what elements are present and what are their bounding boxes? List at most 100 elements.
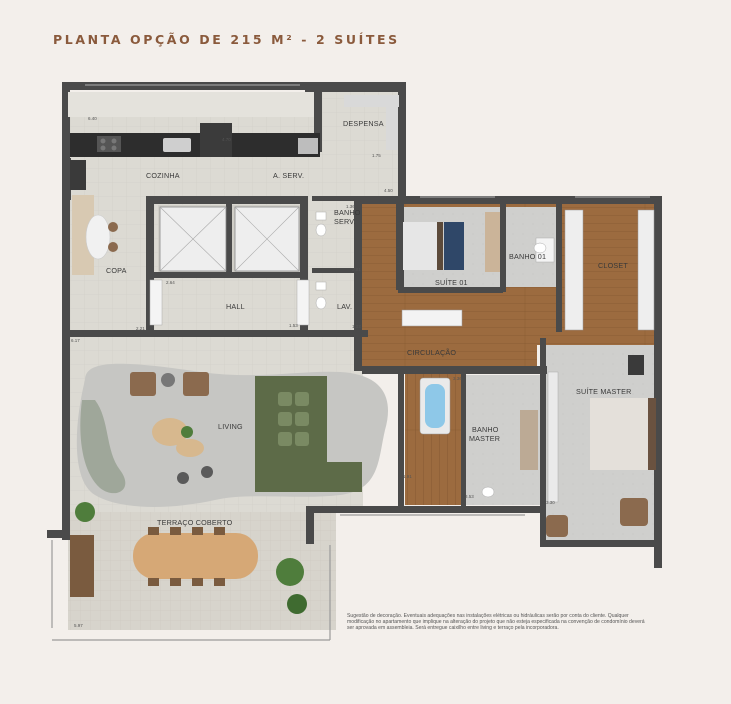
plan-title: PLANTA OPÇÃO DE 215 M² - 2 SUÍTES: [53, 32, 400, 47]
dim-label: 4.70: [222, 137, 231, 142]
master-headboard: [648, 398, 656, 470]
pouf: [201, 466, 213, 478]
wall-banho-serv-top: [312, 196, 360, 201]
dim-label: 4.50: [384, 188, 393, 193]
label-banho-01: BANHO 01: [509, 252, 546, 261]
dim-label: 6.40: [88, 116, 97, 121]
master-bed: [590, 398, 648, 470]
label-circulacao: CIRCULAÇÃO: [407, 348, 456, 357]
wall-north-despensa: [305, 82, 405, 92]
wall-banho-master-west: [461, 372, 466, 508]
dim-label: 3.53: [465, 494, 474, 499]
pouf: [177, 472, 189, 484]
label-a-serv: A. SERV.: [273, 171, 304, 180]
side-table: [161, 373, 175, 387]
wall-closet-west: [556, 204, 562, 332]
dim-label: 1.36: [346, 204, 355, 209]
shaft-door: [296, 279, 310, 326]
label-suite-01: SUÍTE 01: [435, 278, 468, 287]
suite01-bed: [403, 222, 437, 270]
label-banho-serv-1: BANHO: [334, 208, 361, 217]
master-vanity: [520, 410, 538, 470]
closet-wardrobe-right: [637, 209, 655, 331]
despensa-shelf-side: [386, 95, 398, 150]
terrace-bench: [70, 535, 94, 597]
stair-door: [149, 279, 163, 326]
wall-kitchen-side: [68, 158, 71, 200]
wall-elevator-left: [146, 196, 154, 331]
sink-lav: [315, 281, 327, 291]
dining-table: [133, 533, 258, 579]
wall-suite01-west: [354, 196, 362, 371]
label-terraco: TERRAÇO COBERTO: [157, 518, 233, 527]
label-banho-serv-2: SERV.: [334, 217, 356, 226]
burner-icon: [111, 138, 117, 144]
banho01-wc: [533, 242, 547, 254]
wall-south-bedrooms: [306, 506, 546, 513]
sofa-chaise: [300, 462, 362, 492]
suite01-headboard: [437, 222, 443, 270]
copa-table: [85, 214, 111, 260]
dim-label: 3.36: [453, 376, 462, 381]
copa-chair: [108, 222, 118, 232]
label-banho-master-1: BANHO: [472, 425, 499, 434]
dim-label: 1.91: [403, 474, 412, 479]
wall-north-east: [362, 196, 662, 204]
burner-icon: [100, 145, 106, 151]
wall-hall-bottom: [68, 330, 368, 337]
upper-cabinets: [68, 92, 314, 117]
master-wardrobe: [547, 371, 559, 503]
label-banho-master-2: MASTER: [469, 434, 500, 443]
master-armchair: [620, 498, 648, 526]
dim-label: 6.17: [71, 338, 80, 343]
plant-icon: [276, 558, 304, 586]
burner-icon: [111, 145, 117, 151]
plant-icon: [75, 502, 95, 522]
suite01-wardrobe: [401, 309, 463, 327]
fridge: [200, 123, 232, 157]
wall-lav-top: [312, 268, 360, 273]
label-hall: HALL: [226, 302, 245, 311]
dim-label: 1.33: [352, 324, 361, 329]
curved-sofa: [80, 400, 126, 494]
wall-corridor-west: [398, 372, 404, 510]
wall-west-lower: [62, 330, 70, 540]
master-armchair: [546, 515, 568, 537]
armchair: [130, 372, 156, 396]
laundry-sink: [298, 138, 318, 154]
copa-chair: [108, 242, 118, 252]
sink-serv: [315, 211, 327, 221]
label-lav: LAV.: [337, 302, 352, 311]
label-living: LIVING: [218, 422, 243, 431]
wall-terrace-east: [306, 506, 314, 544]
wall-east: [654, 196, 662, 568]
wall-despensa-west: [314, 92, 322, 152]
wall-elevator-top: [146, 196, 306, 204]
label-cozinha: COZINHA: [146, 171, 180, 180]
wall-banho01-west: [500, 204, 506, 292]
dining-chairs: [148, 527, 225, 586]
wall-master-west: [540, 338, 546, 546]
master-tv: [628, 355, 644, 375]
suite01-desk: [485, 212, 500, 272]
oven-tower: [70, 160, 86, 190]
master-wc: [481, 486, 495, 498]
coffee-table: [176, 439, 204, 457]
dim-label: 2.64: [166, 280, 175, 285]
dim-label: 2.21: [136, 326, 145, 331]
windows: [51, 84, 650, 641]
copa-bench: [72, 195, 94, 275]
wall-hall-top: [154, 272, 302, 278]
label-suite-master: SUÍTE MASTER: [576, 387, 632, 396]
sofa-cushions: [278, 392, 309, 446]
plant-icon: [181, 426, 193, 438]
wall-west-upper: [62, 82, 70, 332]
wc-lav: [315, 296, 327, 310]
walls: [47, 82, 662, 568]
wall-elevator-right: [300, 196, 308, 331]
wall-master-south: [540, 540, 662, 547]
wc-serv: [315, 223, 327, 237]
dim-label: 1.53: [289, 323, 298, 328]
dim-label: 1.75: [372, 153, 381, 158]
